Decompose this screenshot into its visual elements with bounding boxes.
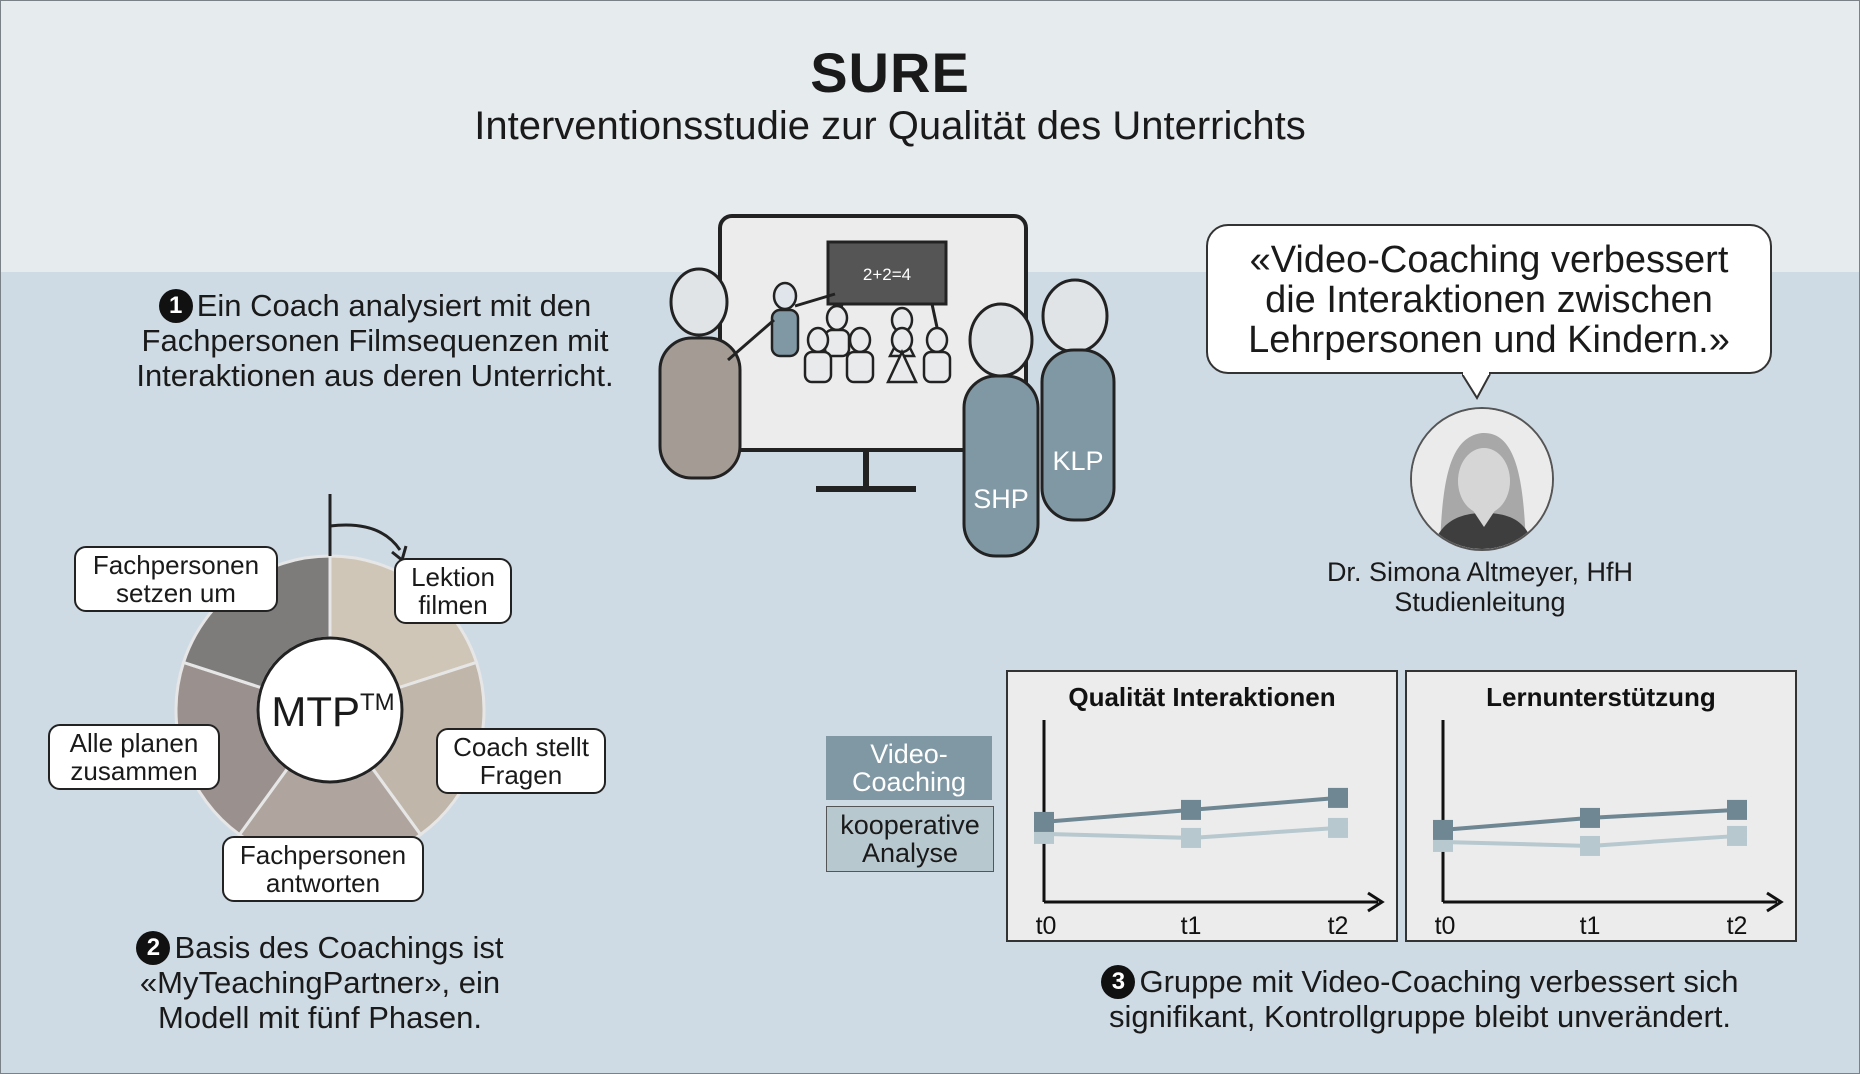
blackboard xyxy=(826,240,948,306)
portrait-icon xyxy=(1412,409,1552,549)
x-axis-arrow-icon xyxy=(1367,891,1385,913)
quote-line-3: Lehrpersonen und Kindern.» xyxy=(1248,319,1730,361)
step1-number: 1 xyxy=(158,289,193,323)
data-point xyxy=(1727,799,1747,820)
data-point xyxy=(1727,825,1747,846)
step2-line-2: «MyTeachingPartner», ein xyxy=(139,965,501,1000)
step2-number: 2 xyxy=(136,931,171,965)
legend-kooperative-analyse: kooperative Analyse xyxy=(826,806,994,872)
legend-video-coaching: Video- Coaching xyxy=(826,736,992,800)
quote-author: Dr. Simona Altmeyer, HfH xyxy=(1326,557,1634,587)
data-point xyxy=(1181,799,1201,820)
data-point xyxy=(1181,827,1201,848)
quote-bubble: «Video-Coaching verbessert die Interakti… xyxy=(1206,224,1772,374)
step3-number: 3 xyxy=(1101,965,1136,999)
legend-koop-line-2: Analyse xyxy=(861,838,959,868)
phase-4-line-1: Alle planen xyxy=(69,728,199,758)
coach-figure xyxy=(658,336,742,480)
person-shp xyxy=(962,374,1040,558)
x-tick-label: t1 xyxy=(1580,912,1601,940)
phase-3-line-1: Fachpersonen xyxy=(239,840,407,870)
classroom-scene: 2+2=4 KLP SHP xyxy=(658,214,1116,558)
step3-line-1: Gruppe mit Video-Coaching verbessert sic… xyxy=(1139,964,1739,999)
phase-5-line-2: setzen um xyxy=(116,578,236,608)
avatar xyxy=(1410,407,1554,551)
quote-author-role: Studienleitung xyxy=(1394,587,1566,617)
chart-qualitaet-interaktionen: Qualität Interaktionen t0 t1 t2 xyxy=(1006,670,1398,942)
page-title: SURE xyxy=(810,41,970,104)
person-klp xyxy=(1040,348,1116,522)
x-tick-label: t2 xyxy=(1727,912,1748,940)
bubble-tail xyxy=(1462,372,1491,400)
monitor-base xyxy=(816,486,916,492)
page-subtitle: Interventionsstudie zur Qualität des Unt… xyxy=(474,104,1306,148)
chart-title: Qualität Interaktionen xyxy=(1068,682,1335,712)
x-tick-label: t0 xyxy=(1036,912,1057,940)
phase-5-line-1: Fachpersonen xyxy=(92,550,260,580)
x-tick-label: t0 xyxy=(1435,912,1456,940)
chart-lernunterstuetzung: Lernunterstützung t0 t1 t2 xyxy=(1405,670,1797,942)
data-point xyxy=(1328,787,1348,808)
shp-label: SHP xyxy=(973,484,1029,514)
mtp-center-label: MTPTM xyxy=(258,688,408,736)
data-point xyxy=(1580,835,1600,856)
cycle-center xyxy=(256,636,404,784)
phase-2-line-1: Coach stellt xyxy=(453,732,589,762)
blackboard-text: 2+2=4 xyxy=(863,265,911,284)
phase-3-line-2: antworten xyxy=(265,868,381,898)
x-tick-label: t2 xyxy=(1328,912,1349,940)
phase-2-line-2: Fragen xyxy=(479,760,563,790)
legend-koop-line-1: kooperative xyxy=(840,810,980,840)
quote-line-2: die Interaktionen zwischen xyxy=(1265,279,1713,321)
step1-line-1: Ein Coach analysiert mit den xyxy=(196,288,592,323)
chart-panel xyxy=(1006,670,1398,942)
x-tick-label: t1 xyxy=(1181,912,1202,940)
chart-title: Lernunterstützung xyxy=(1486,682,1716,712)
cycle-arrow-icon xyxy=(329,523,402,551)
legend-video-line-2: Coaching xyxy=(851,767,967,797)
phase-4-line-2: zusammen xyxy=(70,756,198,786)
phase-1-line-1: Lektion xyxy=(411,562,495,592)
monitor-stand xyxy=(863,450,869,490)
x-axis-arrow-icon xyxy=(1766,891,1784,913)
person-name: Dr. Simona Altmeyer, HfH Studienleitung xyxy=(1280,557,1680,617)
step2-line-3: Modell mit fünf Phasen. xyxy=(158,1000,482,1035)
step1-line-2: Fachpersonen Filmsequenzen mit xyxy=(141,323,609,358)
klp-label: KLP xyxy=(1052,446,1103,476)
step1-line-3: Interaktionen aus deren Unterricht. xyxy=(136,358,614,393)
step2-line-1: Basis des Coachings ist xyxy=(174,930,504,965)
data-point xyxy=(1433,819,1453,840)
quote-line-1: «Video-Coaching verbessert xyxy=(1249,239,1729,281)
step3-line-2: signifikant, Kontrollgruppe bleibt unver… xyxy=(1108,999,1732,1034)
mtp-trademark: TM xyxy=(360,689,395,716)
legend-video-line-1: Video- xyxy=(870,739,948,769)
teacher-figure xyxy=(770,308,800,358)
data-point xyxy=(1034,811,1054,832)
data-point xyxy=(1328,817,1348,838)
phase-1-line-2: filmen xyxy=(418,590,488,620)
data-point xyxy=(1580,807,1600,828)
mtp-label: MTP xyxy=(271,688,360,735)
children-group xyxy=(803,304,952,384)
